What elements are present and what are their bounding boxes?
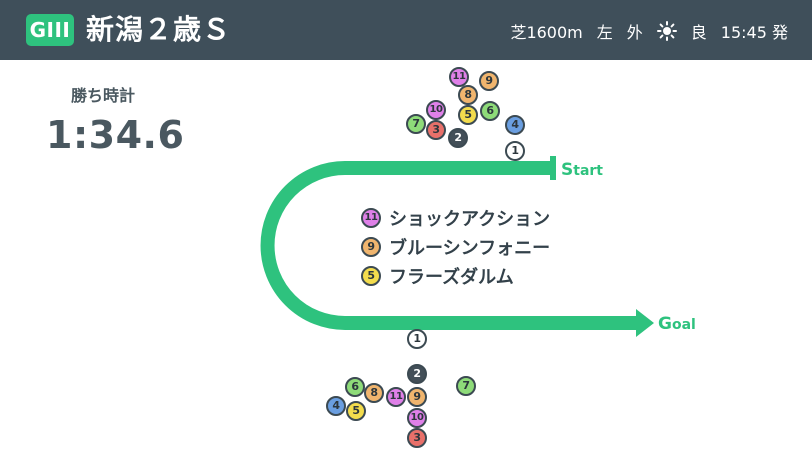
horse-6-marker: 6	[345, 377, 365, 397]
legend-row-second: 9 ブルーシンフォニー	[361, 232, 550, 261]
horse-11-marker: 11	[449, 67, 469, 87]
horse-1-marker: 1	[505, 141, 525, 161]
legend-row-third: 5 フラーズダルム	[361, 261, 550, 290]
winning-time-value: 1:34.6	[46, 113, 185, 157]
goal-label: Goal	[658, 314, 696, 334]
track-curve	[260, 161, 640, 330]
horse-4-marker: 4	[326, 396, 346, 416]
horse-2-marker: 2	[407, 364, 427, 384]
legend-row-first: 11 ショックアクション	[361, 203, 550, 232]
horse-10-marker: 10	[426, 100, 446, 120]
horse-8-marker: 8	[458, 85, 478, 105]
start-label-text: tart	[573, 163, 603, 179]
horse-1-marker: 1	[407, 329, 427, 349]
track-condition: 良	[690, 23, 707, 42]
horse-6-marker: 6	[480, 101, 500, 121]
horse-9-marker: 9	[479, 71, 499, 91]
race-info: 芝1600m 左 外 良 15:45 発	[510, 18, 788, 44]
horse-3-marker: 3	[426, 120, 446, 140]
horse-8-marker: 8	[364, 383, 384, 403]
horse-7-marker: 7	[406, 114, 426, 134]
horse-11-marker: 11	[386, 387, 406, 407]
horse-name: フラーズダルム	[389, 266, 514, 288]
horse-number-badge: 9	[361, 236, 381, 257]
horse-7-marker: 7	[456, 376, 476, 396]
horse-name: ブルーシンフォニー	[389, 237, 551, 259]
top-three-legend: 11 ショックアクション 9 ブルーシンフォニー 5 フラーズダルム	[361, 203, 550, 290]
horse-5-marker: 5	[458, 105, 478, 125]
horse-10-marker: 10	[407, 408, 427, 428]
horse-name: ショックアクション	[389, 208, 551, 230]
winning-time-label: 勝ち時計	[70, 86, 135, 105]
post-time: 15:45 発	[720, 23, 788, 42]
goal-label-text: oal	[671, 317, 696, 333]
course-side: 外	[626, 23, 643, 42]
surface-distance: 芝1600m	[510, 23, 583, 42]
start-post	[550, 156, 556, 180]
horse-5-marker: 5	[346, 401, 366, 421]
horse-3-marker: 3	[407, 428, 427, 448]
horse-number-badge: 5	[361, 265, 381, 286]
horse-4-marker: 4	[505, 115, 525, 135]
track-direction: 左	[596, 23, 613, 42]
horse-2-marker: 2	[448, 128, 468, 148]
goal-arrow-icon	[636, 309, 654, 337]
race-name: 新潟２歳Ｓ	[86, 13, 232, 46]
horse-9-marker: 9	[407, 387, 427, 407]
grade-badge: GIII	[26, 14, 74, 46]
sun-icon	[656, 21, 677, 41]
race-header: GIII 新潟２歳Ｓ 芝1600m 左 外 良 15:45 発	[0, 0, 812, 60]
start-label: Start	[561, 160, 603, 180]
horse-number-badge: 11	[361, 207, 381, 228]
